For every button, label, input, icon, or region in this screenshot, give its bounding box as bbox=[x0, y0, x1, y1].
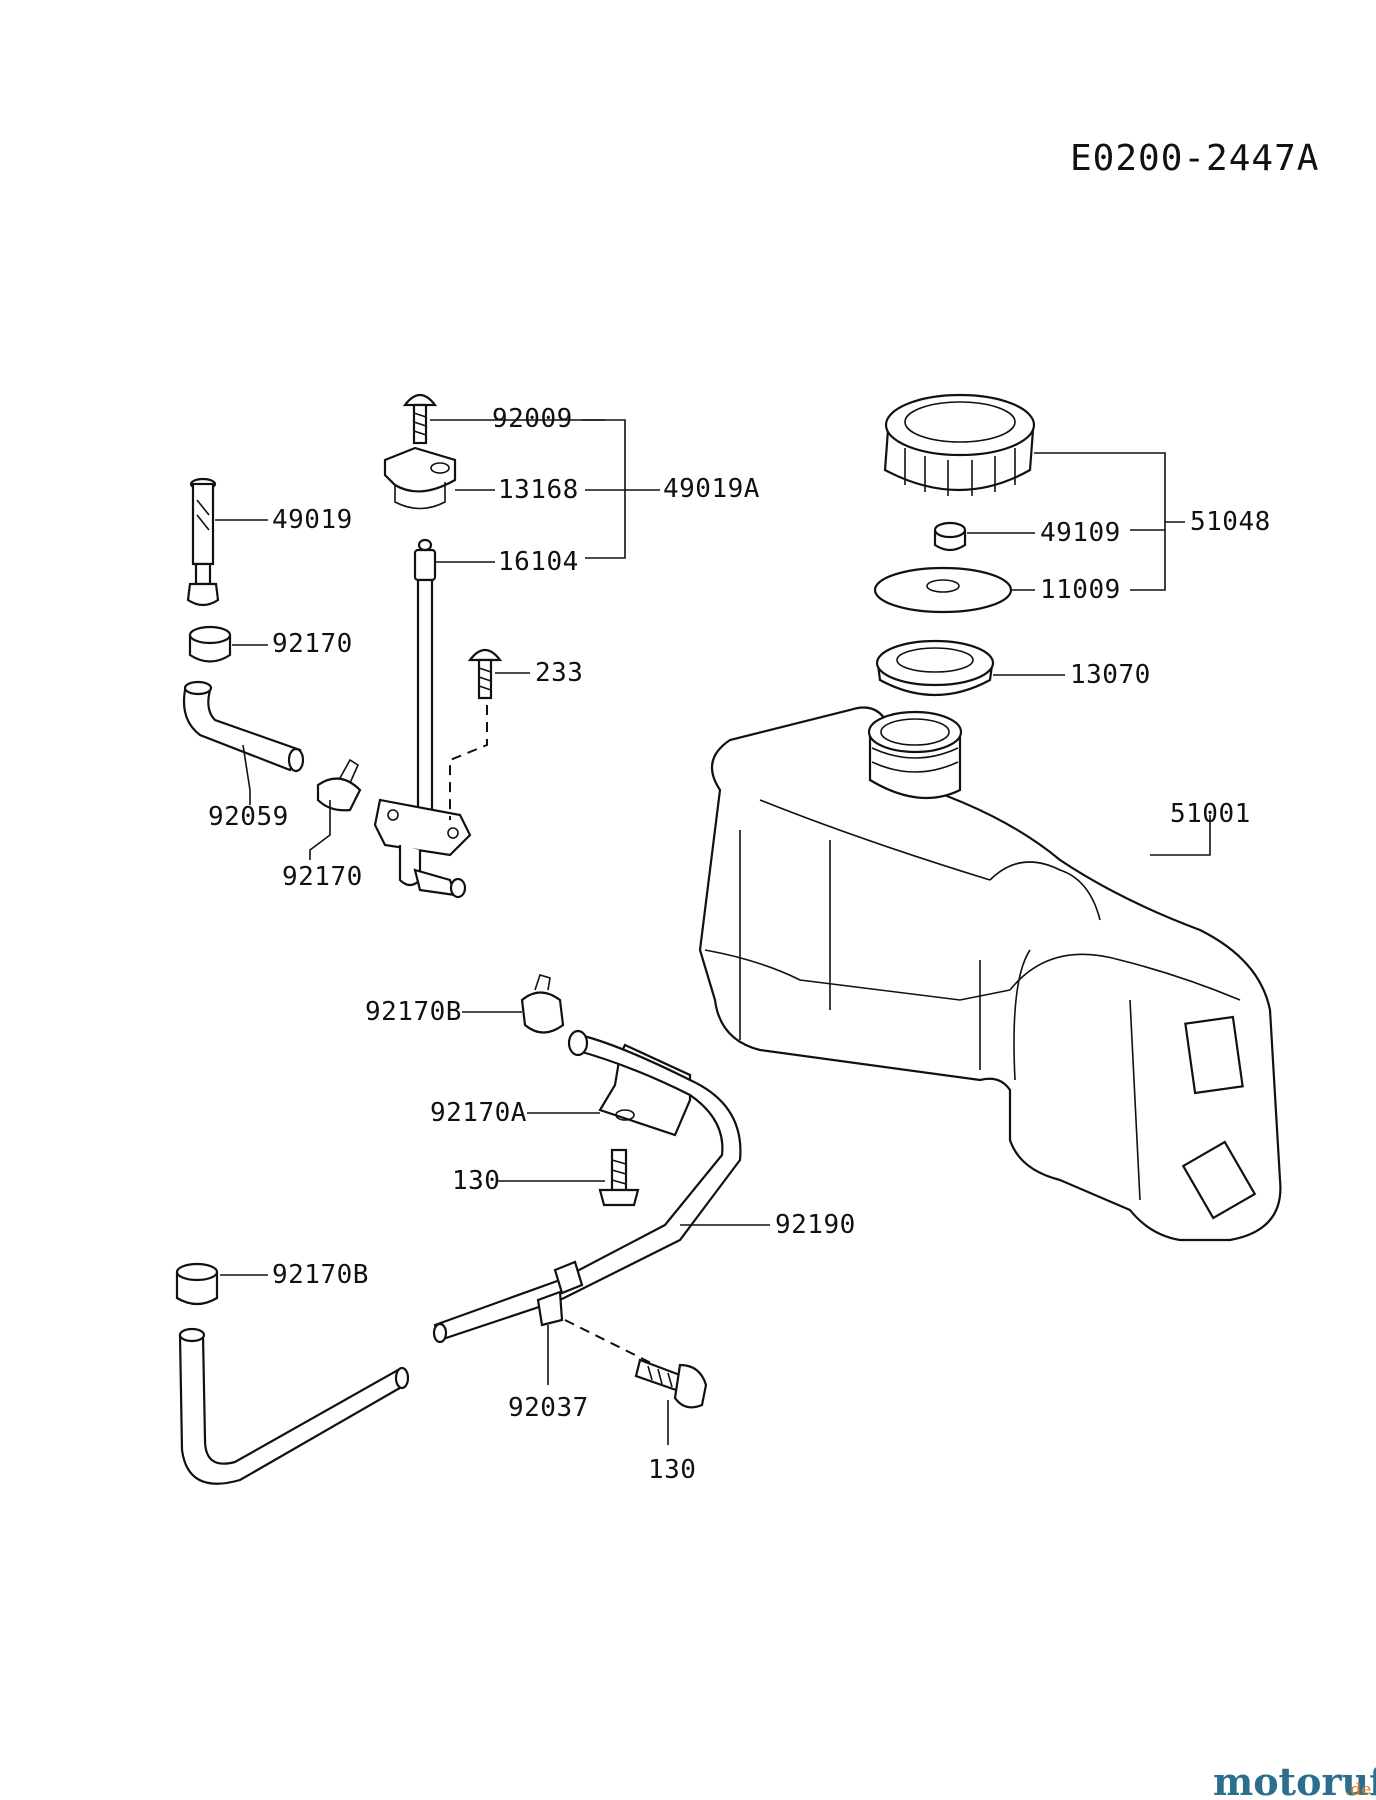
clamp-92170B-bottom-drawing bbox=[175, 1262, 219, 1306]
hose-92059-drawing bbox=[182, 680, 305, 773]
fuel-tank-drawing bbox=[698, 706, 1282, 1242]
label-92170-top: 92170 bbox=[272, 629, 353, 659]
bolt-130-bottom-drawing bbox=[634, 1358, 708, 1409]
label-13168: 13168 bbox=[498, 475, 579, 505]
label-92170B-top: 92170B bbox=[365, 997, 462, 1027]
label-13070: 13070 bbox=[1070, 660, 1151, 690]
label-49019A: 49019A bbox=[663, 474, 760, 504]
pipe-16104-drawing bbox=[413, 538, 437, 812]
clamp-92170-top-drawing bbox=[188, 625, 232, 663]
label-92170B-bottom: 92170B bbox=[272, 1260, 369, 1290]
label-51048: 51048 bbox=[1190, 507, 1271, 537]
gasket-drawing bbox=[873, 566, 1013, 614]
label-51001: 51001 bbox=[1170, 799, 1251, 829]
watermark-brand: motoruf bbox=[1213, 1759, 1376, 1800]
label-49109: 49109 bbox=[1040, 518, 1121, 548]
label-92170-bottom: 92170 bbox=[282, 862, 363, 892]
label-130-bottom: 130 bbox=[648, 1455, 696, 1485]
filter-49019-drawing bbox=[186, 477, 220, 607]
screw-92009-drawing bbox=[402, 393, 438, 445]
label-92037: 92037 bbox=[508, 1393, 589, 1423]
screw-233-drawing bbox=[467, 648, 503, 700]
fuel-cap-drawing bbox=[883, 393, 1036, 496]
label-92190: 92190 bbox=[775, 1210, 856, 1240]
watermark: motoruf .de bbox=[1213, 1759, 1376, 1800]
fuel-tap-body-drawing bbox=[373, 798, 472, 899]
label-233: 233 bbox=[535, 658, 583, 688]
label-92059: 92059 bbox=[208, 802, 289, 832]
clamp-92170B-top-drawing bbox=[520, 974, 565, 1034]
drawing-id: E0200-2447A bbox=[1070, 138, 1319, 179]
bolt-130-top-drawing bbox=[598, 1148, 640, 1207]
seal-ring-drawing bbox=[875, 639, 995, 696]
label-49019: 49019 bbox=[272, 505, 353, 535]
label-11009: 11009 bbox=[1040, 575, 1121, 605]
hose-92190-drawing bbox=[432, 1029, 742, 1344]
hose-elbow-drawing bbox=[178, 1327, 410, 1485]
knob-13168-drawing bbox=[383, 446, 457, 510]
clamp-92170-bottom-drawing bbox=[316, 758, 362, 812]
filter-plug-drawing bbox=[933, 521, 967, 552]
label-16104: 16104 bbox=[498, 547, 579, 577]
clamp-92037-drawing bbox=[536, 1290, 564, 1327]
watermark-tld: .de bbox=[1345, 1780, 1371, 1800]
label-92009: 92009 bbox=[492, 404, 573, 434]
label-130-top: 130 bbox=[452, 1166, 500, 1196]
label-92170A: 92170A bbox=[430, 1098, 527, 1128]
